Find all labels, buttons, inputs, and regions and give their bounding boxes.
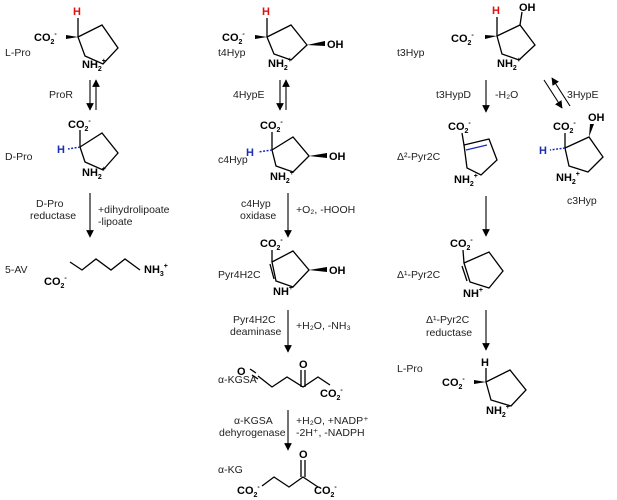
svg-text:OH: OH: [329, 151, 346, 163]
svg-text:CO2-: CO2-: [237, 484, 260, 499]
svg-text:CO2-: CO2-: [34, 31, 57, 46]
l-proline-structure-bottom: L-Pro H CO2- NH2+: [397, 357, 527, 419]
enzyme-4hype: 4HypE: [233, 89, 265, 101]
label-c3hyp: c3Hyp: [567, 195, 597, 207]
label-c4hyp: c4Hyp: [218, 154, 248, 166]
svg-text:c4Hyp: c4Hyp: [241, 198, 271, 210]
svg-text:OH: OH: [327, 39, 344, 51]
svg-text:H: H: [481, 357, 489, 369]
l-proline-structure-top: L-Pro H CO2- NH2+: [5, 6, 119, 73]
3hype-equilibrium-arrows: 3HypE: [543, 77, 599, 109]
t3hypd-step: t3HypD -H₂O: [436, 80, 518, 113]
red-hydrogen: H: [73, 6, 81, 18]
svg-text:3HypE: 3HypE: [567, 89, 599, 101]
svg-text:oxidase: oxidase: [240, 210, 276, 222]
label-pyr4h2c: Pyr4H2C: [218, 269, 261, 281]
svg-text:NH2+: NH2+: [556, 171, 580, 186]
label-5-av: 5-AV: [5, 264, 28, 276]
5-aminovalerate-structure: 5-AV CO2- NH3+: [5, 258, 168, 290]
pyrrolidine-ring: [77, 24, 119, 65]
akgsa-dehydrogenase-step: α-KGSA dehyrogenase +H₂O, +NADP⁺ -2H⁺, -…: [219, 410, 369, 451]
label-d-pro: D-Pro: [5, 151, 33, 163]
d-pro-reductase-step: D-Pro reductase +dihydrolipoate -lipoate: [30, 193, 170, 238]
svg-text:CO2-: CO2-: [260, 119, 283, 134]
svg-text:deaminase: deaminase: [230, 326, 282, 338]
svg-text:NH3+: NH3+: [144, 263, 168, 278]
svg-text:CO2-: CO2-: [451, 32, 474, 47]
pror-equilibrium-arrows: ProR: [49, 79, 100, 111]
svg-text:NH2+: NH2+: [268, 57, 292, 72]
cis-3-hydroxyproline-structure: H OH CO2- NH2+ c3Hyp: [539, 112, 605, 207]
svg-text:CO2-: CO2-: [314, 484, 337, 499]
label-akgsa: α-KGSA: [218, 374, 257, 386]
svg-text:+H₂O, -NH₃: +H₂O, -NH₃: [296, 320, 351, 332]
svg-text:O: O: [237, 366, 246, 378]
svg-text:NH2+: NH2+: [486, 404, 510, 419]
svg-text:Pyr4H2C: Pyr4H2C: [233, 314, 276, 326]
svg-text:Δ¹-Pyr2C: Δ¹-Pyr2C: [426, 314, 470, 326]
svg-text:D-Pro: D-Pro: [36, 198, 64, 210]
svg-text:CO2-: CO2-: [553, 120, 576, 135]
d1pyr2c-reductase-step: Δ¹-Pyr2C reductase: [426, 310, 490, 351]
enzyme-pror: ProR: [49, 89, 73, 101]
label-d1pyr2c: Δ¹-Pyr2C: [397, 269, 441, 281]
svg-text:NH+: NH+: [463, 287, 483, 300]
svg-text:H: H: [539, 145, 547, 157]
svg-text:O: O: [299, 359, 308, 371]
pyr4h2c-structure: Pyr4H2C OH CO2- NH+: [218, 237, 346, 298]
svg-text:CO2-: CO2-: [260, 237, 283, 252]
svg-text:-lipoate: -lipoate: [98, 216, 133, 228]
delta1-pyr2c-structure: Δ¹-Pyr2C CO2- NH+: [397, 237, 504, 300]
svg-text:-2H⁺, -NADPH: -2H⁺, -NADPH: [296, 427, 365, 439]
svg-text:reductase: reductase: [30, 210, 76, 222]
alpha-ketoglutarate-structure: α-KG O CO2- CO2-: [218, 449, 337, 499]
svg-text:+dihydrolipoate: +dihydrolipoate: [98, 204, 170, 216]
c4hyp-oxidase-step: c4Hyp oxidase +O₂, -HOOH: [240, 193, 355, 238]
svg-text:NH2+: NH2+: [497, 57, 521, 72]
trans-3-hydroxyproline-structure: t3Hyp H OH CO2- NH2+: [397, 2, 536, 72]
label-t4hyp: t4Hyp: [218, 47, 246, 59]
svg-text:CO2-: CO2-: [320, 387, 343, 402]
cis-4-hydroxyproline-structure: c4Hyp H OH CO2- NH2+: [218, 119, 346, 185]
svg-text:CO2-: CO2-: [442, 376, 465, 391]
label-l-pro-top: L-Pro: [5, 47, 31, 59]
svg-text:CO2-: CO2-: [448, 120, 471, 135]
svg-text:CO2-: CO2-: [450, 237, 473, 252]
svg-text:α-KGSA: α-KGSA: [234, 415, 273, 427]
svg-text:NH2+: NH2+: [454, 173, 478, 188]
svg-text:-H₂O: -H₂O: [495, 89, 518, 101]
svg-text:H: H: [492, 5, 500, 17]
pyr4h2c-deaminase-step: Pyr4H2C deaminase +H₂O, -NH₃: [230, 310, 351, 353]
svg-text:CO2-: CO2-: [44, 275, 67, 290]
svg-text:CO2-: CO2-: [68, 118, 91, 133]
trans-4-hydroxyproline-structure: t4Hyp H OH CO2- NH2+: [218, 6, 344, 72]
label-akg: α-KG: [218, 464, 243, 476]
svg-text:NH2+: NH2+: [270, 170, 294, 185]
svg-text:O: O: [299, 449, 308, 461]
label-t3hyp: t3Hyp: [397, 47, 425, 59]
svg-text:NH+: NH+: [273, 285, 293, 298]
svg-text:dehyrogenase: dehyrogenase: [219, 427, 286, 439]
svg-text:+O₂, -HOOH: +O₂, -HOOH: [296, 204, 355, 216]
svg-text:NH2+: NH2+: [82, 58, 106, 73]
svg-text:H: H: [246, 147, 254, 159]
label-d2pyr2c: Δ²-Pyr2C: [397, 151, 441, 163]
svg-text:OH: OH: [519, 2, 536, 14]
4hype-equilibrium-arrows: 4HypE: [233, 79, 290, 111]
alpha-kgsa-structure: α-KGSA O O CO2-: [218, 359, 343, 402]
blue-hydrogen: H: [57, 144, 65, 156]
svg-text:NH2+: NH2+: [82, 166, 106, 181]
svg-text:H: H: [262, 6, 270, 18]
d-proline-structure: D-Pro H CO2- NH2+: [5, 118, 119, 181]
svg-text:+H₂O, +NADP⁺: +H₂O, +NADP⁺: [296, 415, 369, 427]
delta2-pyr2c-structure: Δ²-Pyr2C CO2- NH2+: [397, 120, 498, 188]
svg-text:reductase: reductase: [426, 327, 472, 339]
svg-text:t3HypD: t3HypD: [436, 89, 471, 101]
svg-text:OH: OH: [329, 265, 346, 277]
label-l-pro-bottom: L-Pro: [397, 363, 423, 375]
svg-text:OH: OH: [588, 112, 605, 124]
svg-text:CO2-: CO2-: [222, 31, 245, 46]
